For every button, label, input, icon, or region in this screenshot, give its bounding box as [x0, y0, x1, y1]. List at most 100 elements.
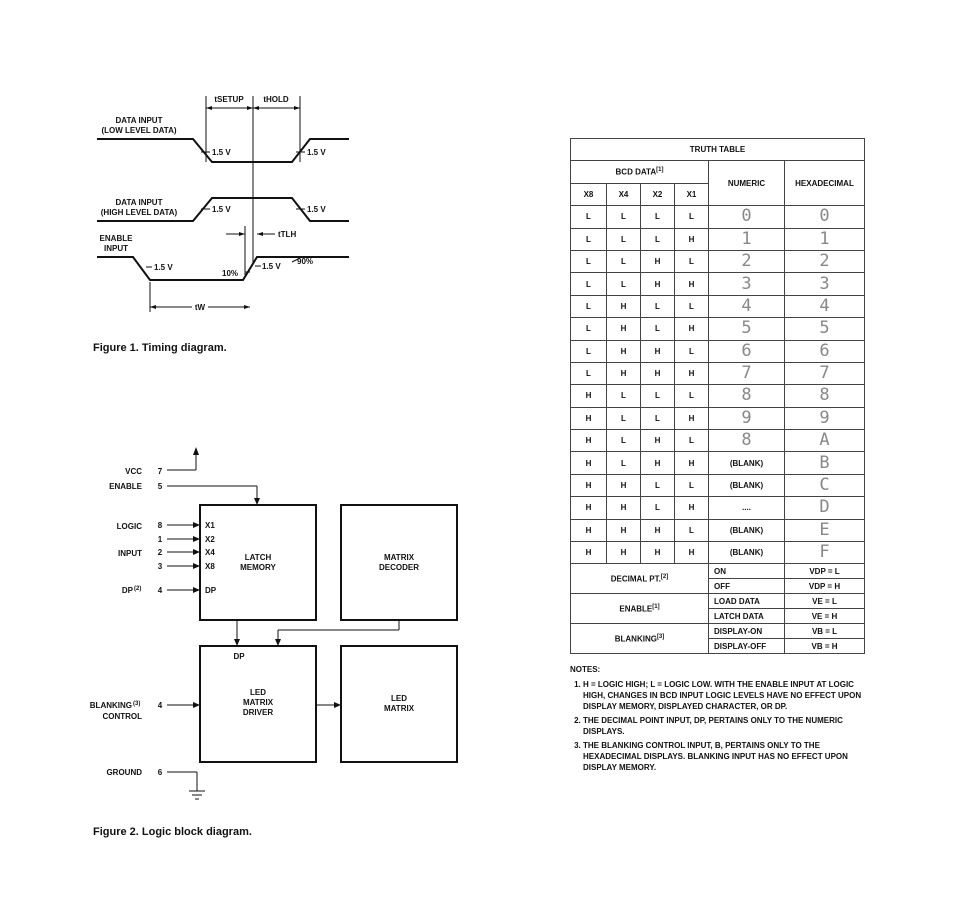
cell-x4: L	[606, 249, 641, 274]
cell-x1: H	[674, 272, 709, 296]
col-x1-header: X1	[674, 182, 709, 207]
cell-x8: H	[570, 429, 607, 453]
v15-label-3: 1.5 V	[212, 205, 231, 214]
col-x4-header: X4	[606, 182, 641, 207]
data-low-waveform	[97, 138, 349, 163]
cell-x1: H	[674, 541, 709, 565]
v15-label-1: 1.5 V	[212, 148, 231, 157]
cell-hex: C	[784, 473, 865, 498]
dp-on-value: VDP = L	[784, 563, 865, 580]
display-off: DISPLAY-OFF	[708, 638, 785, 655]
cell-x4: L	[606, 384, 641, 408]
cell-x4: L	[606, 272, 641, 296]
cell-x2: H	[640, 339, 675, 363]
cell-x4: H	[606, 294, 641, 319]
cell-x4: H	[606, 473, 641, 498]
pct90-label: 90%	[297, 257, 313, 266]
cell-x2: L	[640, 227, 675, 251]
cell-numeric: 0	[708, 205, 785, 229]
cell-x8: L	[570, 249, 607, 274]
v15-label-4: 1.5 V	[307, 205, 326, 214]
truth-table-title: TRUTH TABLE	[570, 137, 865, 162]
cell-x4: H	[606, 496, 641, 520]
cell-x1: H	[674, 406, 709, 431]
note-3: THE BLANKING CONTROL INPUT, B, PERTAINS …	[583, 740, 870, 773]
cell-hex: B	[784, 451, 865, 475]
cell-numeric: (BLANK)	[708, 541, 785, 565]
cell-x1: H	[674, 317, 709, 341]
note-1: H = LOGIC HIGH; L = LOGIC LOW. WITH THE …	[583, 679, 870, 712]
note-2: THE DECIMAL POINT INPUT, DP, PERTAINS ON…	[583, 715, 870, 737]
display-on-value: VB = L	[784, 623, 865, 640]
cell-x8: L	[570, 317, 607, 341]
notes-list: H = LOGIC HIGH; L = LOGIC LOW. WITH THE …	[570, 679, 870, 773]
t-tlh-label: tTLH	[278, 230, 296, 239]
cell-x1: L	[674, 294, 709, 319]
cell-numeric: 8	[708, 429, 785, 453]
bcd-data-header: BCD DATA[1]	[570, 160, 709, 184]
cell-hex: 1	[784, 227, 865, 251]
cell-x1: L	[674, 473, 709, 498]
cell-numeric: ....	[708, 496, 785, 520]
latch-data: LATCH DATA	[708, 608, 785, 625]
cell-numeric: 1	[708, 227, 785, 251]
notes: NOTES: H = LOGIC HIGH; L = LOGIC LOW. WI…	[570, 664, 870, 776]
cell-x4: H	[606, 339, 641, 363]
enable-label-2: INPUT	[104, 244, 128, 253]
hexadecimal-header: HEXADECIMAL	[784, 160, 865, 207]
cell-x8: H	[570, 496, 607, 520]
cell-numeric: 9	[708, 406, 785, 431]
enable-waveform	[97, 256, 349, 281]
load-data: LOAD DATA	[708, 593, 785, 610]
cell-numeric: 5	[708, 317, 785, 341]
cell-x2: L	[640, 294, 675, 319]
cell-numeric: (BLANK)	[708, 473, 785, 498]
cell-x8: H	[570, 473, 607, 498]
cell-x1: H	[674, 496, 709, 520]
cell-x1: L	[674, 205, 709, 229]
cell-x8: H	[570, 384, 607, 408]
cell-x2: L	[640, 205, 675, 229]
cell-hex: F	[784, 541, 865, 565]
v15-label-5: 1.5 V	[154, 263, 173, 272]
cell-numeric: 6	[708, 339, 785, 363]
cell-x2: H	[640, 249, 675, 274]
cell-x4: L	[606, 451, 641, 475]
numeric-header: NUMERIC	[708, 160, 785, 207]
cell-x8: L	[570, 361, 607, 386]
col-x2-header: X2	[640, 182, 675, 207]
data-high-label-1: DATA INPUT	[116, 198, 163, 207]
cell-x4: H	[606, 541, 641, 565]
cell-x2: H	[640, 541, 675, 565]
cell-x2: H	[640, 429, 675, 453]
cell-x4: H	[606, 361, 641, 386]
cell-numeric: 4	[708, 294, 785, 319]
cell-x1: L	[674, 249, 709, 274]
decimal-pt-label: DECIMAL PT.[2]	[570, 563, 709, 595]
cell-x2: H	[640, 361, 675, 386]
cell-x2: L	[640, 317, 675, 341]
data-low-label-1: DATA INPUT	[116, 116, 163, 125]
enable-row-label: ENABLE[1]	[570, 593, 709, 625]
figure1-caption: Figure 1. Timing diagram.	[93, 342, 227, 354]
cell-x8: L	[570, 272, 607, 296]
t-setup-label: tSETUP	[214, 95, 244, 104]
load-data-value: VE = L	[784, 593, 865, 610]
display-off-value: VB = H	[784, 638, 865, 655]
cell-x1: L	[674, 339, 709, 363]
latch-data-value: VE = H	[784, 608, 865, 625]
cell-numeric: (BLANK)	[708, 451, 785, 475]
cell-numeric: 3	[708, 272, 785, 296]
cell-x4: H	[606, 518, 641, 543]
cell-x8: L	[570, 294, 607, 319]
